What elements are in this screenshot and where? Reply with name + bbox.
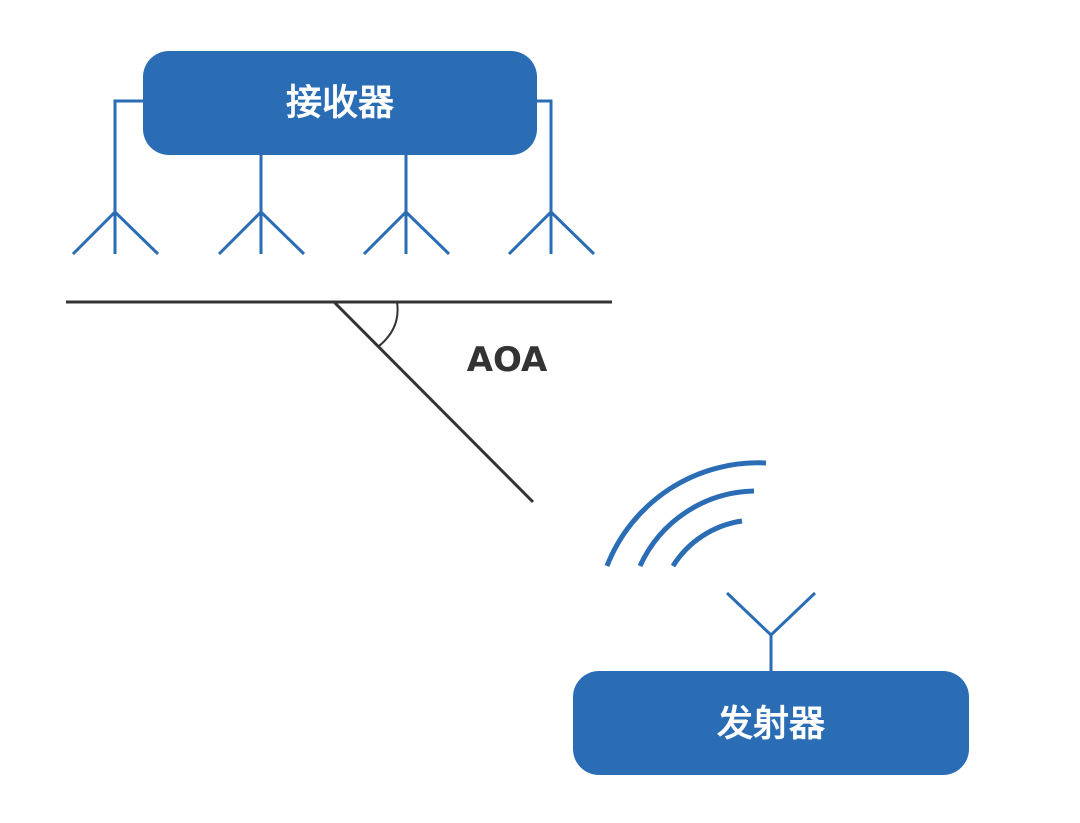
receiver-connector-left xyxy=(113,99,146,254)
receiver-box xyxy=(143,51,537,155)
signal-wave-inner xyxy=(670,518,743,568)
antenna-icon xyxy=(71,209,160,256)
antenna-icon xyxy=(507,209,596,256)
receiver-label: 接收器 xyxy=(286,83,395,124)
transmitter-box xyxy=(573,671,969,775)
receiver-connector-right xyxy=(535,99,553,254)
transmitter: 发射器 xyxy=(573,591,969,775)
angle-geometry: AOA xyxy=(66,300,612,504)
arrival-direction-line xyxy=(332,300,535,504)
radio-wave-icon xyxy=(604,460,767,568)
antenna-icon xyxy=(362,209,451,256)
antenna-icon xyxy=(217,209,306,256)
signal-wave-middle xyxy=(637,488,755,568)
transmitter-label: 发射器 xyxy=(717,704,826,745)
receiver: 接收器 xyxy=(71,51,596,256)
angle-arc xyxy=(378,301,399,347)
signal-wave-outer xyxy=(604,460,767,567)
antenna-icon xyxy=(725,591,817,674)
angle-label: AOA xyxy=(467,340,548,380)
